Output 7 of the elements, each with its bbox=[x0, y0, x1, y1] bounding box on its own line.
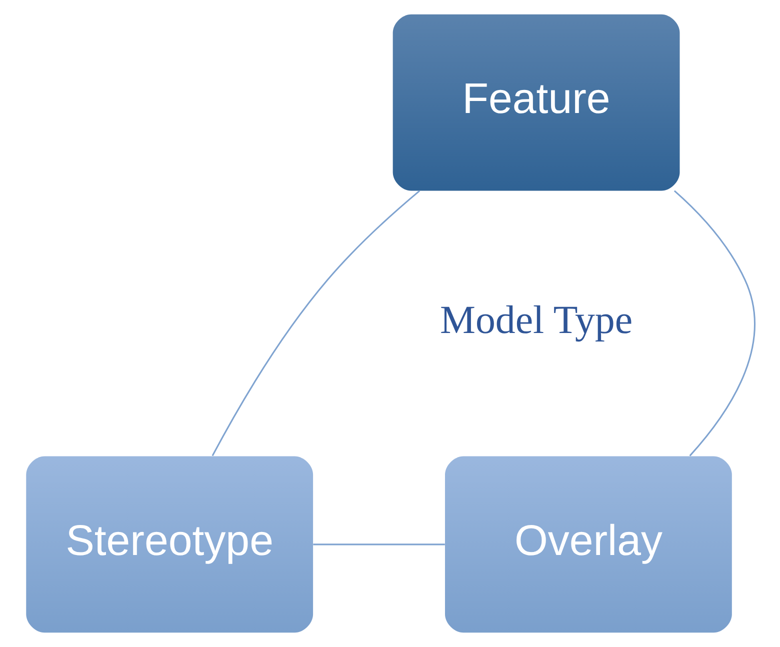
connector bbox=[673, 190, 755, 456]
node-box: Feature bbox=[392, 14, 680, 191]
label: Model Type bbox=[440, 297, 632, 342]
connector bbox=[312, 544, 444, 546]
connector bbox=[211, 190, 420, 456]
node-box: Stereotype bbox=[26, 456, 313, 633]
node-box: Overlay bbox=[444, 456, 732, 633]
